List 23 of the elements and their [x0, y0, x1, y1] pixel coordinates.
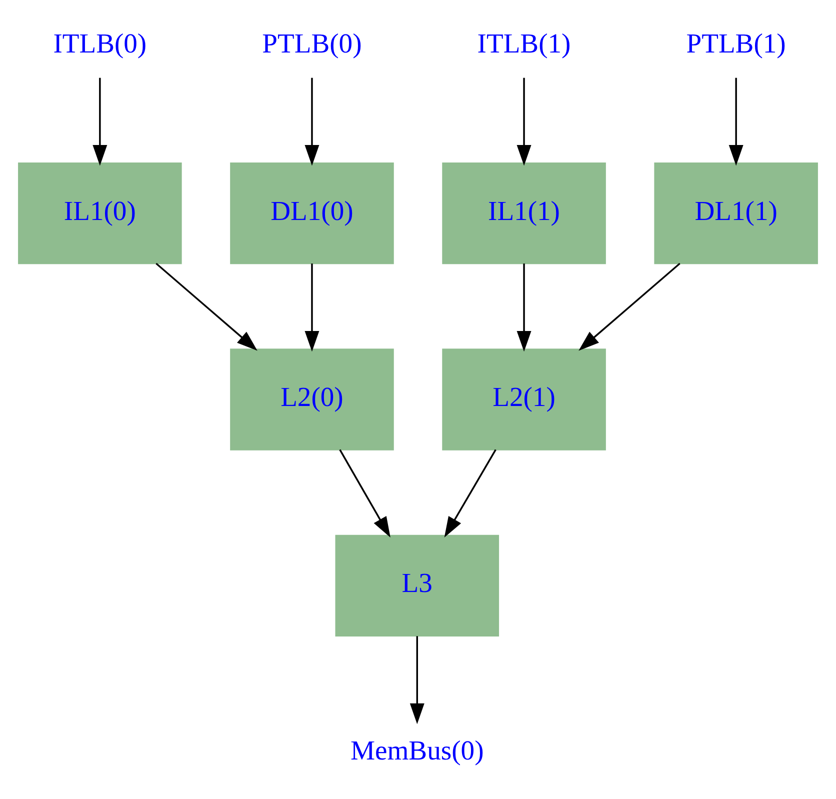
node-box: DL1(1)	[654, 162, 818, 264]
arrow	[304, 264, 320, 352]
arrow	[444, 449, 496, 538]
arrow	[304, 78, 320, 166]
node-box: IL1(1)	[442, 162, 606, 264]
node-box: L2(0)	[230, 348, 394, 450]
arrow	[339, 449, 390, 538]
arrow	[156, 262, 258, 351]
node-text: PTLB(1)	[686, 28, 786, 59]
node-box: DL1(0)	[230, 162, 394, 264]
arrow	[410, 636, 424, 724]
node-box: L2(1)	[442, 348, 606, 450]
arrow	[516, 264, 532, 352]
node-box: L3	[335, 534, 500, 637]
arrow	[728, 78, 744, 166]
node-text: ITLB(1)	[477, 28, 571, 59]
node-text: ITLB(0)	[53, 28, 147, 59]
node-text: PTLB(0)	[262, 28, 362, 59]
arrow	[516, 78, 532, 166]
node-text: MemBus(0)	[350, 734, 484, 766]
arrow	[578, 262, 680, 351]
node-box: IL1(0)	[18, 162, 182, 264]
arrow	[92, 78, 108, 166]
